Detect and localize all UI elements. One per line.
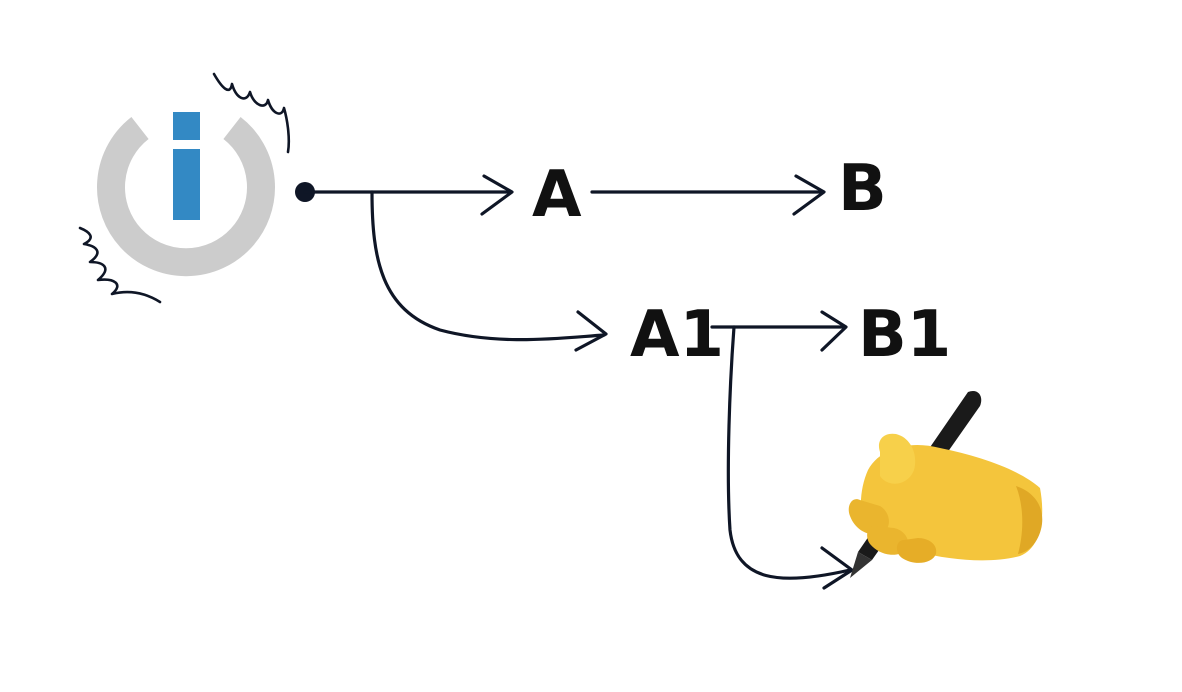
node-a1: A1 <box>630 298 724 372</box>
logo-bar-gap <box>171 140 202 149</box>
edge-start-to-a1 <box>370 190 606 342</box>
node-b: B <box>838 152 887 226</box>
arrowhead-b <box>792 174 826 216</box>
hand-finger-3 <box>896 538 937 563</box>
arrowhead-a1 <box>574 310 608 352</box>
squiggle-top-icon <box>212 72 291 154</box>
pen-tip <box>850 552 872 578</box>
hand-wrist-shade <box>1016 486 1043 554</box>
logo-ring <box>97 116 275 277</box>
arrowhead-hand <box>820 546 854 590</box>
power-logo-icon <box>97 112 275 277</box>
node-a: A <box>532 158 582 232</box>
arrowhead-b1 <box>820 310 848 352</box>
hand-thumb <box>878 433 916 484</box>
edge-a1-to-hand <box>726 325 852 580</box>
logo-bar <box>173 112 200 220</box>
writing-hand-icon <box>848 390 1043 578</box>
squiggle-bottom-icon <box>78 226 162 304</box>
hand-finger-1 <box>848 499 889 535</box>
arrowhead-a <box>480 174 514 216</box>
node-b1: B1 <box>858 298 951 372</box>
